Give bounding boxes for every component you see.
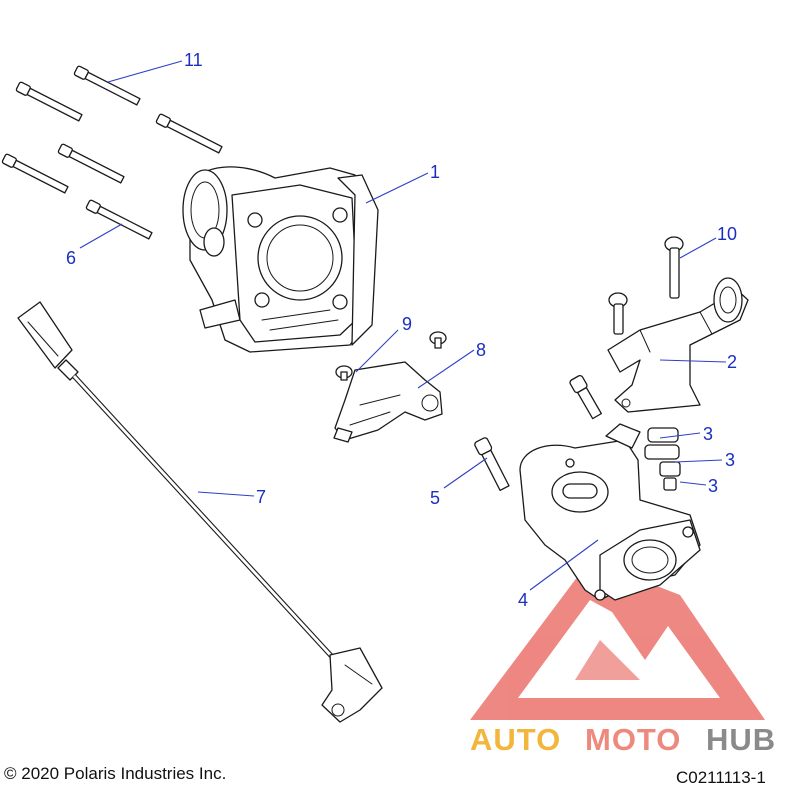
callout-1: 1 (430, 162, 440, 182)
callout-11: 11 (184, 50, 203, 70)
throttle-body (182, 166, 379, 353)
bolt (155, 113, 223, 154)
callout-10: 10 (717, 224, 737, 244)
callout-8: 8 (476, 340, 486, 360)
bolt (1, 153, 69, 194)
watermark-moto: MOTO (585, 722, 681, 757)
sensor-cable (17, 301, 383, 723)
diagram-code: C0211113-1 (676, 768, 766, 787)
screw (429, 331, 447, 349)
bolt (15, 81, 83, 122)
intake-adapter (519, 439, 701, 601)
watermark-hub: HUB (706, 722, 776, 757)
watermark-wordmark: AUTO MOTO HUB (470, 722, 776, 757)
copyright-text: © 2020 Polaris Industries Inc. (4, 764, 227, 783)
callout-3-top: 3 (703, 424, 713, 444)
callout-4: 4 (518, 590, 528, 610)
callout-3-bottom: 3 (708, 476, 718, 496)
callout-5: 5 (430, 488, 440, 508)
fuel-rail (607, 277, 749, 413)
callout-7: 7 (256, 487, 266, 507)
callout-6: 6 (66, 248, 76, 268)
bolt (569, 374, 602, 420)
watermark-auto: AUTO (470, 722, 561, 757)
bolt (474, 437, 510, 492)
callout-9: 9 (402, 314, 412, 334)
bolt-group-11 (1, 65, 223, 240)
bolt (608, 292, 628, 335)
callout-3-middle: 3 (725, 450, 735, 470)
fuel-injector (605, 423, 681, 491)
map-sensor (333, 361, 443, 443)
leader-lines (79, 60, 727, 591)
bolt (73, 65, 141, 106)
bolt (57, 143, 125, 184)
screw (335, 365, 353, 381)
bolt (664, 236, 684, 299)
bolt (85, 199, 153, 240)
callout-2: 2 (727, 352, 737, 372)
